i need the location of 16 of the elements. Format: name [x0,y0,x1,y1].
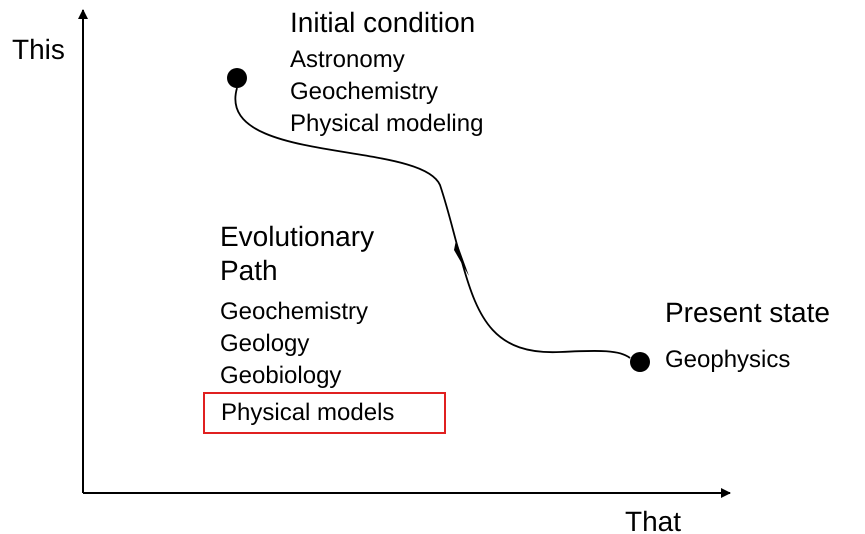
list-item: Geochemistry [290,78,438,106]
list-item: Astronomy [290,46,405,74]
highlight-box: Physical models [203,392,446,434]
point-dot [630,352,650,372]
axis-label: That [625,505,682,534]
axis-label: This [12,33,65,67]
list-item: Physical modeling [290,110,484,138]
heading: Evolutionary Path [220,220,376,288]
list-item: Geochemistry [220,298,368,326]
list-item: Geobiology [220,362,342,390]
heading: Initial condition [290,6,476,40]
point-dot [227,68,247,88]
list-item: Geophysics [665,346,790,374]
list-item: Geology [220,330,310,358]
curved-arrow [235,88,630,359]
heading: Present state [665,296,830,330]
